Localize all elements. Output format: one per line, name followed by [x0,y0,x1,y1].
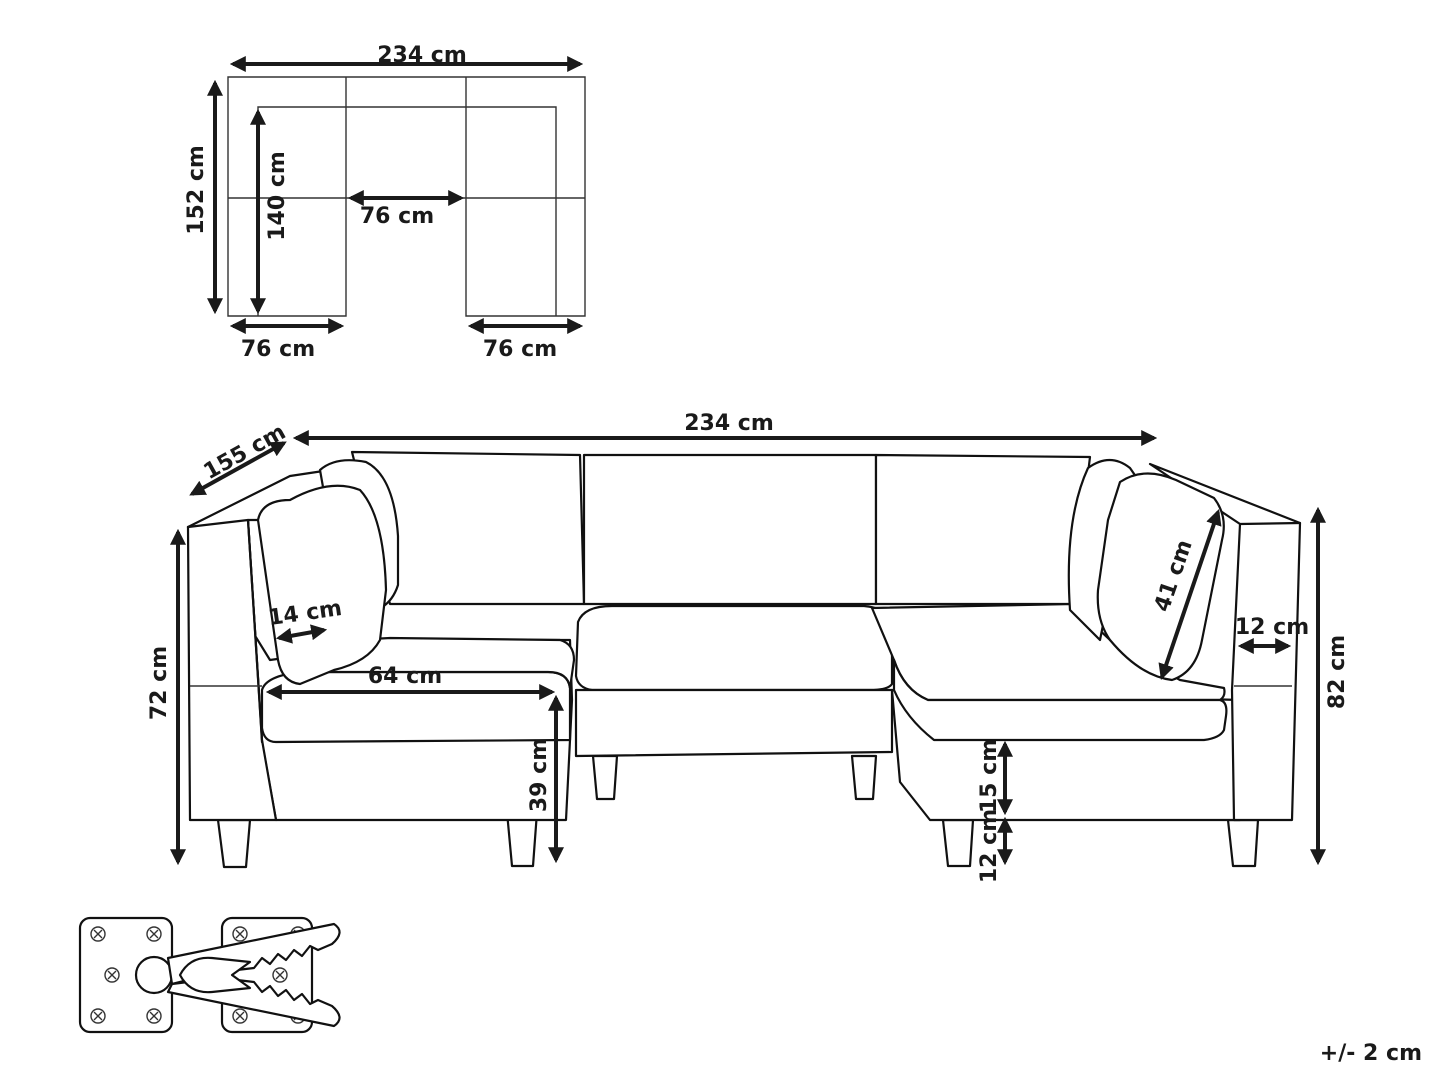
right-backrest [874,453,1092,606]
screw-icons [90,926,306,1024]
connector-wedge [178,956,252,994]
leg-right-front [1226,818,1260,868]
left-pillow-front [256,484,388,686]
seat-height-label: 39 cm [527,738,552,812]
connector-clip-drawing [78,916,341,1034]
pillow-depth-arrow [275,624,328,644]
sofa-perspective-drawing [186,450,1302,869]
arm-width-label: 12 cm [1235,615,1309,640]
front-depth-arrow [189,441,287,496]
front-width-label: 234 cm [684,411,774,436]
top-depth-label: 152 cm [184,145,209,235]
top-width-label: 234 cm [377,43,467,68]
tolerance-label: +/- 2 cm [1320,1041,1422,1066]
right-seat-cushion [892,658,1228,742]
top-right-module-label: 76 cm [483,337,557,362]
center-seat-cushion [574,604,894,692]
center-base [574,688,894,758]
front-depth-label: 155 cm [200,420,290,485]
pillow-height-arrow [1158,508,1222,681]
cushion-height-label: 15 cm [977,739,1002,813]
top-left-module-label: 76 cm [241,337,315,362]
connector-pivot [134,955,174,995]
leg-center-left [591,754,619,801]
leg-height-label: 12 cm [977,809,1002,883]
arm-height-label: 72 cm [147,646,172,720]
total-height-label: 82 cm [1325,635,1350,709]
leg-right-inner [941,818,975,868]
leg-center-right [850,754,878,801]
leg-left-front [216,818,252,869]
center-backrest [582,453,878,606]
top-view-plan: 234 cm 152 cm 140 cm 76 cm 76 cm 76 cm [184,43,586,362]
top-inner-depth-label: 140 cm [265,151,290,241]
top-inner-gap-label: 76 cm [360,204,434,229]
seat-width-label: 64 cm [368,664,442,689]
